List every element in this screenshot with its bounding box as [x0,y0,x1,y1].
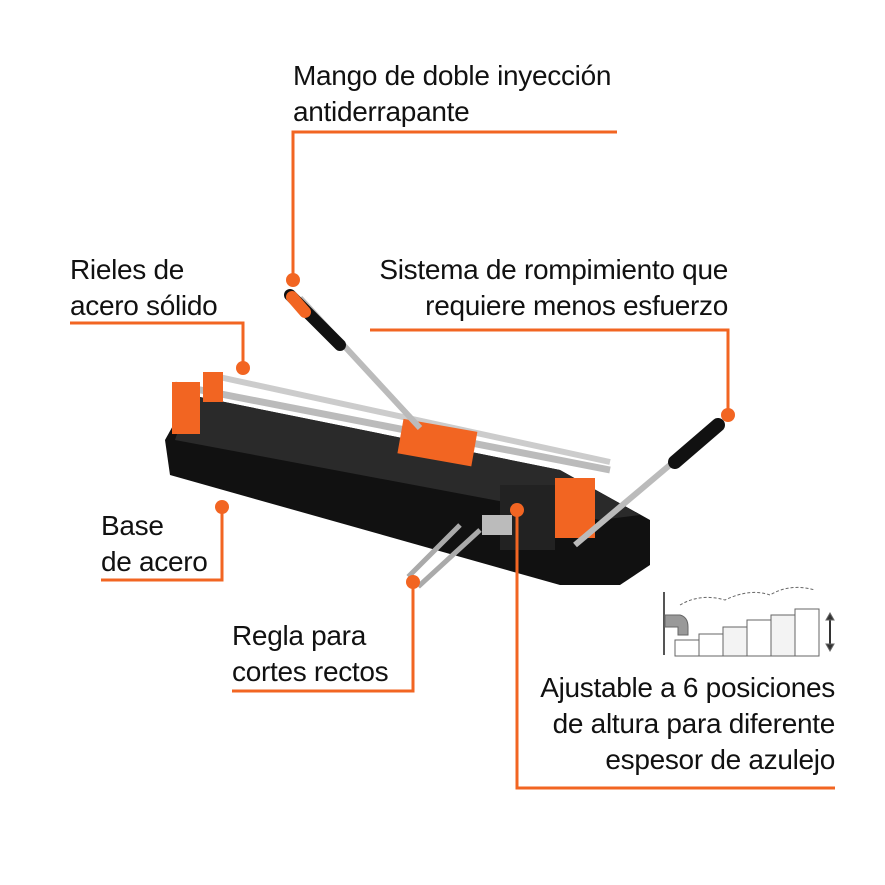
rail-bracket [203,372,223,402]
callout-text: requiere menos esfuerzo [425,290,728,321]
callout-dot [510,503,524,517]
callout-rails: Rieles de acero sólido [70,252,218,324]
callout-text: espesor de azulejo [605,744,835,775]
callout-text: Sistema de rompimiento que [379,254,728,285]
callout-line-ruler [232,582,415,693]
callout-dot [286,273,300,287]
carriage [397,418,478,467]
callout-text: Rieles de [70,254,185,285]
callout-text: acero sólido [70,290,218,321]
callout-dot [215,500,229,514]
callout-text: Regla para [232,620,366,651]
callout-text: Ajustable a 6 posiciones [540,672,835,703]
callout-text: de altura para diferente [552,708,836,739]
callout-text: cortes rectos [232,656,389,687]
callout-line-rails [70,321,245,368]
callout-text: de acero [101,546,208,577]
rail-bracket [172,382,200,434]
callout-line-base [101,507,224,582]
callout-text: Base [101,510,164,541]
callout-handle: Mango de doble inyección antiderrapante [293,58,611,130]
callout-dot [406,575,420,589]
height-positions-diagram [663,586,835,657]
callout-text: antiderrapante [293,96,470,127]
rail [174,381,611,474]
callout-height: Ajustable a 6 posiciones de altura para … [540,670,835,778]
callout-line-height [515,510,835,790]
callout-dot [721,408,735,422]
callout-dot [236,361,250,375]
callout-line-handle [291,130,617,280]
callout-breaking: Sistema de rompimiento que requiere meno… [379,252,728,324]
callout-ruler: Regla para cortes rectos [232,618,389,690]
rail-bracket [555,478,595,538]
callout-base: Base de acero [101,508,208,580]
callout-text: Mango de doble inyección [293,60,612,91]
callout-line-breaking [370,328,730,415]
